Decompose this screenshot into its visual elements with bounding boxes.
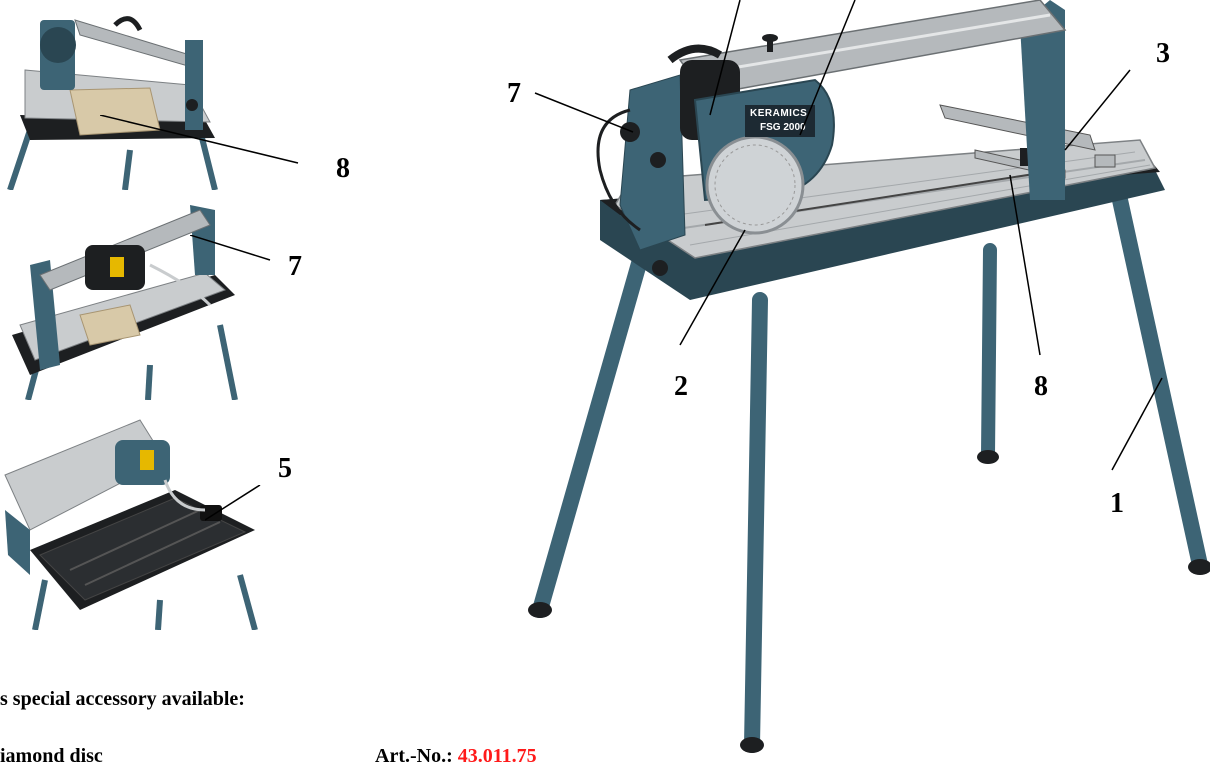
callout-label: 2 (674, 371, 688, 402)
article-label: Art.-No.: (375, 745, 453, 767)
thumbnail-tile-saw-middle (0, 205, 240, 400)
callout-label: 1 (1110, 488, 1124, 519)
main-tile-saw-image: KERAMICS FSG 2000 (520, 0, 1210, 761)
article-number: 43.011.75 (457, 745, 537, 767)
model-label: FSG 2000 (760, 122, 806, 133)
callout-label: 8 (336, 153, 350, 184)
callout-line-thumb2-7 (190, 235, 271, 261)
callout-label: 3 (1156, 38, 1170, 69)
callout-line-thumb3-5 (205, 485, 261, 521)
callout-label: 8 (1034, 371, 1048, 402)
accessory-item-row: iamond disc Art.-No.: 43.011.75 (0, 745, 700, 768)
brand-logo: KERAMICS (750, 108, 808, 119)
callout-line-thumb1-8 (100, 115, 299, 164)
article-number-line: Art.-No.: 43.011.75 (375, 745, 537, 768)
thumbnail-tile-saw-top (0, 0, 230, 190)
callout-label: 7 (507, 78, 521, 109)
thumbnail-tile-saw-bottom (0, 410, 260, 630)
accessory-item-label: iamond disc (0, 745, 103, 767)
accessory-heading: s special accessory available: (0, 688, 245, 710)
callout-label: 5 (278, 453, 292, 484)
callout-label: 7 (288, 251, 302, 282)
